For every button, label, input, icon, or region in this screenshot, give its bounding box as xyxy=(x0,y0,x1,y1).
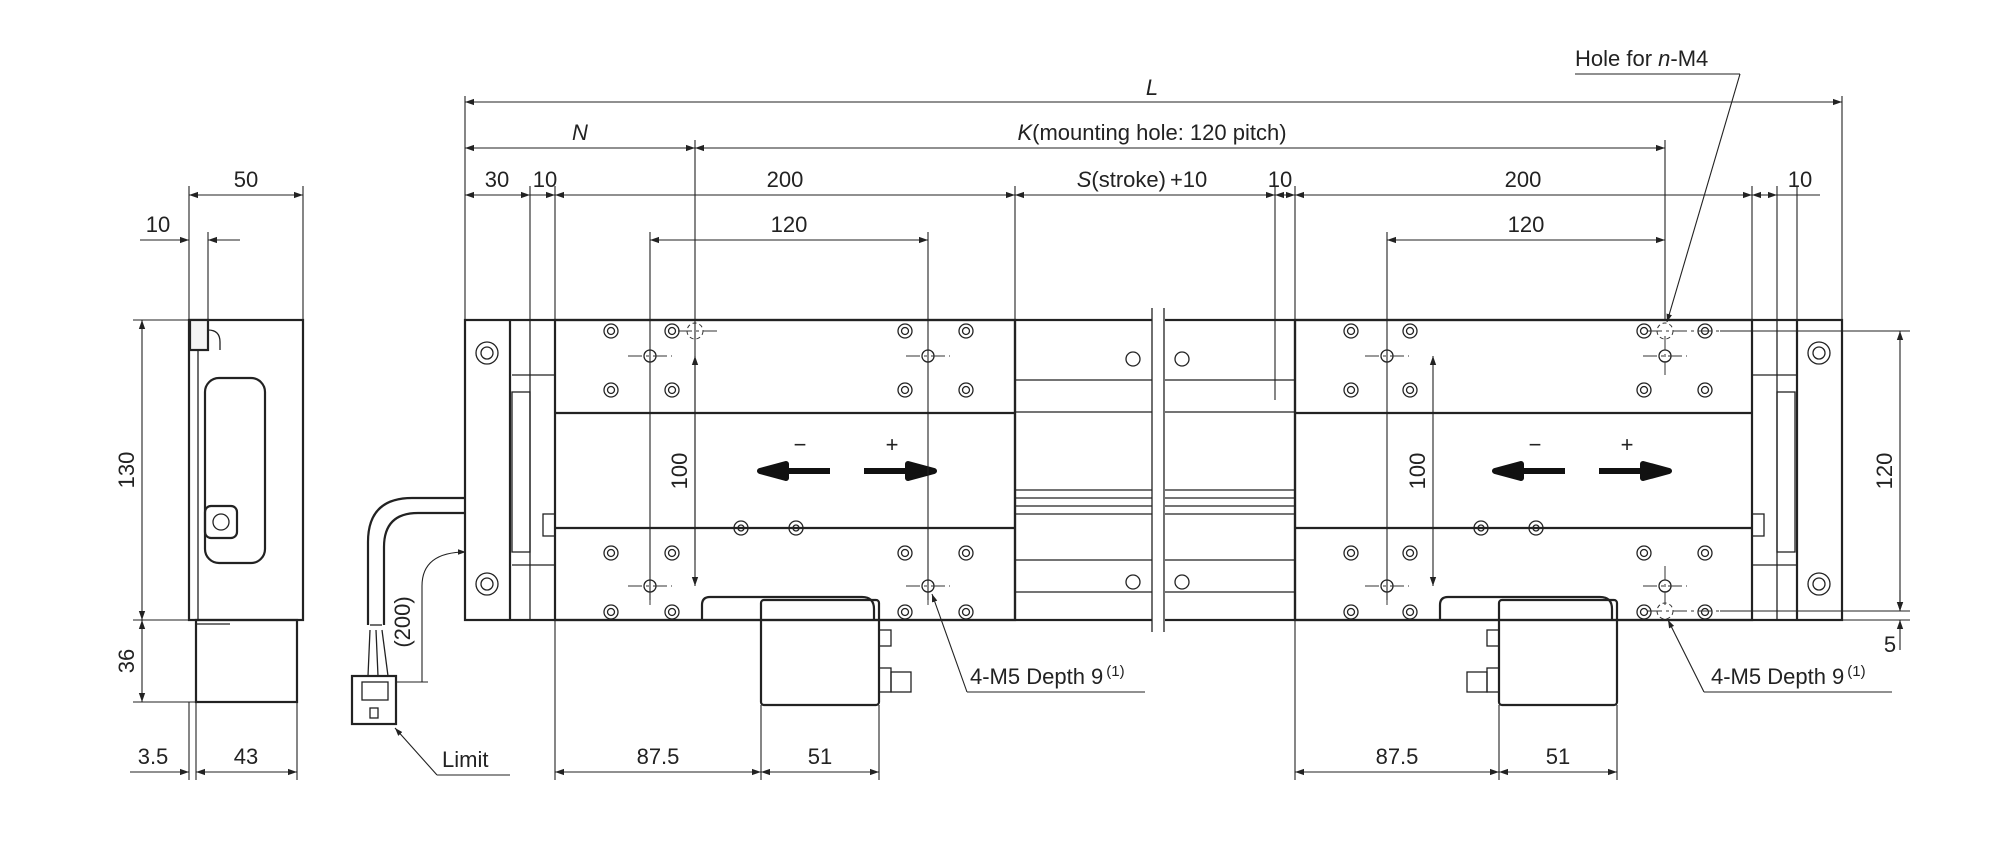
cable-assembly xyxy=(350,496,465,726)
dimension-130: 130 xyxy=(114,452,139,489)
dimension-87-5-right: 87.5 xyxy=(1376,744,1419,769)
dimension-10-c: 10 xyxy=(1788,167,1812,192)
dimension-K: K(mounting hole: 120 pitch) xyxy=(1017,120,1286,145)
m5-callout-right: 4-M5 Depth 9(1) xyxy=(1711,663,1866,689)
dimension-100-right: 100 xyxy=(1405,453,1430,490)
dimension-36: 36 xyxy=(114,649,139,673)
left-table: − + xyxy=(553,318,1017,707)
screw-icon xyxy=(1807,572,1831,596)
m5-callout-left: 4-M5 Depth 9(1) xyxy=(970,663,1125,689)
callouts: Hole for n-M4 4-M5 Depth 9(1) 4-M5 Depth… xyxy=(931,46,1892,693)
side-view xyxy=(187,318,305,704)
dimension-200-left: 200 xyxy=(767,167,804,192)
dimension-51-left: 51 xyxy=(808,744,832,769)
side-dimensions: 50 10 130 36 3.5 43 xyxy=(114,167,304,780)
dimension-5: 5 xyxy=(1884,632,1896,657)
dimension-120-vertical: 120 xyxy=(1872,453,1897,490)
screw-icon xyxy=(475,341,499,365)
dimension-87-5-left: 87.5 xyxy=(637,744,680,769)
dimension-120-left: 120 xyxy=(771,212,808,237)
plus-label: + xyxy=(1621,432,1634,457)
dimension-120-right: 120 xyxy=(1508,212,1545,237)
dimension-200-right: 200 xyxy=(1505,167,1542,192)
screw-icon xyxy=(1807,341,1831,365)
vertical-dimensions: 100 100 120 5 xyxy=(667,330,1910,657)
bottom-dimensions: 87.5 51 87.5 51 xyxy=(554,620,1618,780)
dimension-L: L xyxy=(1146,75,1158,100)
dimension-43: 43 xyxy=(234,744,258,769)
dimension-30: 30 xyxy=(485,167,509,192)
top-dimensions: L N K(mounting hole: 120 pitch) 30 10 20… xyxy=(464,75,1843,600)
dimension-10-b: 10 xyxy=(1268,167,1292,192)
plus-label: + xyxy=(886,432,899,457)
dimension-10-a: 10 xyxy=(533,167,557,192)
hole-callout: Hole for n-M4 xyxy=(1575,46,1708,71)
dimension-3-5: 3.5 xyxy=(138,744,169,769)
dimension-S: S(stroke)+10 xyxy=(1077,167,1208,192)
minus-label: − xyxy=(1529,432,1542,457)
dimension-100-left: 100 xyxy=(667,453,692,490)
dimension-N: N xyxy=(572,120,588,145)
dimension-10-side: 10 xyxy=(146,212,170,237)
screw-icon xyxy=(475,572,499,596)
limit-label: Limit xyxy=(442,747,488,772)
dimension-51-right: 51 xyxy=(1546,744,1570,769)
dimension-200-cable: (200) xyxy=(390,596,415,647)
cable-dimensions: (200) Limit xyxy=(390,549,510,776)
right-table: − + xyxy=(1293,318,1754,707)
dimension-50: 50 xyxy=(234,167,258,192)
minus-label: − xyxy=(794,432,807,457)
